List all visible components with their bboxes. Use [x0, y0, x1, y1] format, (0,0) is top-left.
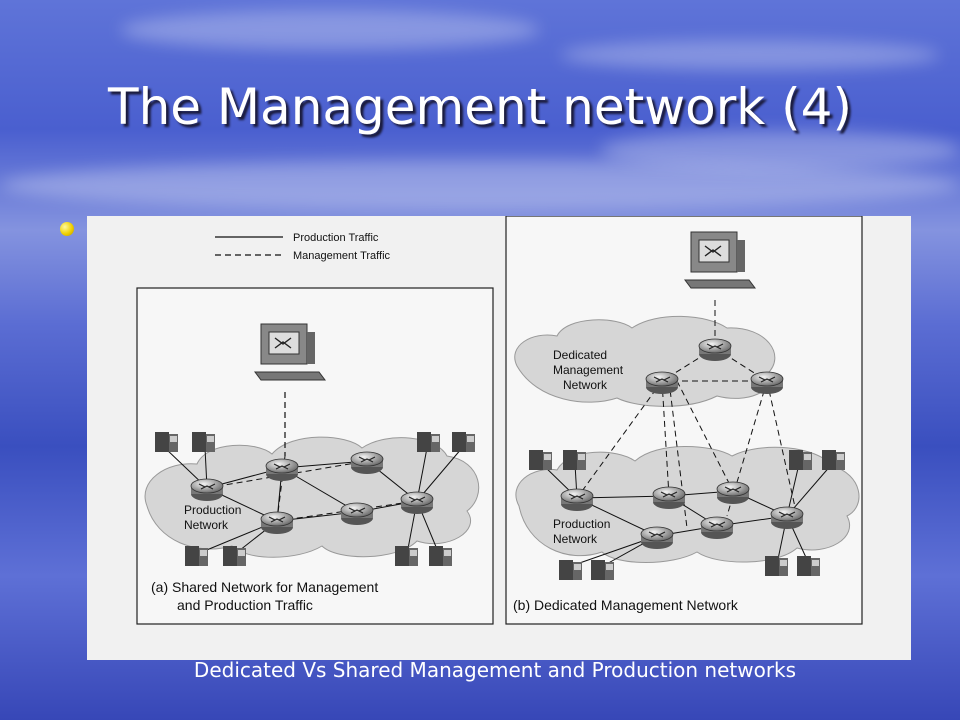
ip-phone-icon — [559, 560, 582, 580]
sky-streak — [120, 10, 540, 50]
ip-phone-icon — [417, 432, 440, 452]
router-icon — [645, 371, 679, 395]
slide-title: The Management network (4) — [108, 78, 852, 136]
ip-phone-icon — [529, 450, 552, 470]
ip-phone-icon — [563, 450, 586, 470]
panel-a-caption: (a) Shared Network for Management — [151, 579, 378, 595]
router-icon — [260, 511, 294, 535]
slide-caption: Dedicated Vs Shared Management and Produ… — [193, 658, 797, 682]
router-icon — [750, 371, 784, 395]
router-icon — [698, 338, 732, 362]
figure-panel: Production Traffic Management Traffic — [87, 216, 911, 660]
router-icon — [560, 488, 594, 512]
ip-phone-icon — [429, 546, 452, 566]
ip-phone-icon — [395, 546, 418, 566]
ip-phone-icon — [192, 432, 215, 452]
panel-b-caption: (b) Dedicated Management Network — [513, 597, 739, 613]
panel-a-caption: and Production Traffic — [177, 597, 313, 613]
production-network-cloud-b — [515, 446, 860, 563]
production-network-cloud-a — [144, 436, 480, 558]
cloud-label: Production — [184, 503, 241, 517]
ip-phone-icon — [452, 432, 475, 452]
router-icon — [770, 506, 804, 530]
mgmt-cloud-label: Network — [563, 378, 608, 392]
mgmt-cloud-label: Management — [553, 363, 624, 377]
management-workstation-icon — [254, 323, 326, 381]
router-icon — [265, 458, 299, 482]
router-icon — [400, 491, 434, 515]
router-icon — [652, 486, 686, 510]
sky-streak — [0, 160, 960, 210]
sky-streak — [600, 130, 960, 170]
ip-phone-icon — [765, 556, 788, 576]
dedicated-management-cloud — [514, 315, 776, 407]
ip-phone-icon — [789, 450, 812, 470]
ip-phone-icon — [185, 546, 208, 566]
ip-phone-icon — [797, 556, 820, 576]
router-icon — [190, 478, 224, 502]
ip-phone-icon — [591, 560, 614, 580]
router-icon — [350, 451, 384, 475]
ip-phone-icon — [155, 432, 178, 452]
management-workstation-icon — [684, 231, 756, 289]
legend-management: Management Traffic — [293, 250, 391, 262]
legend-production: Production Traffic — [293, 232, 379, 244]
ip-phone-icon — [822, 450, 845, 470]
panel-b: Dedicated Management Network Production … — [505, 216, 863, 625]
mgmt-cloud-label: Dedicated — [553, 348, 607, 362]
cloud-label: Network — [184, 518, 229, 532]
network-diagram: Production Traffic Management Traffic — [136, 216, 863, 625]
legend: Production Traffic Management Traffic — [215, 232, 391, 262]
ip-phone-icon — [223, 546, 246, 566]
bullet-icon — [60, 222, 74, 236]
cloud-label: Network — [553, 532, 598, 546]
router-icon — [340, 502, 374, 526]
router-icon — [716, 481, 750, 505]
sky-streak — [560, 40, 940, 70]
router-icon — [640, 526, 674, 550]
cloud-label: Production — [553, 517, 610, 531]
panel-a: Production Network (a) Shared Network fo… — [136, 287, 494, 625]
router-icon — [700, 516, 734, 540]
